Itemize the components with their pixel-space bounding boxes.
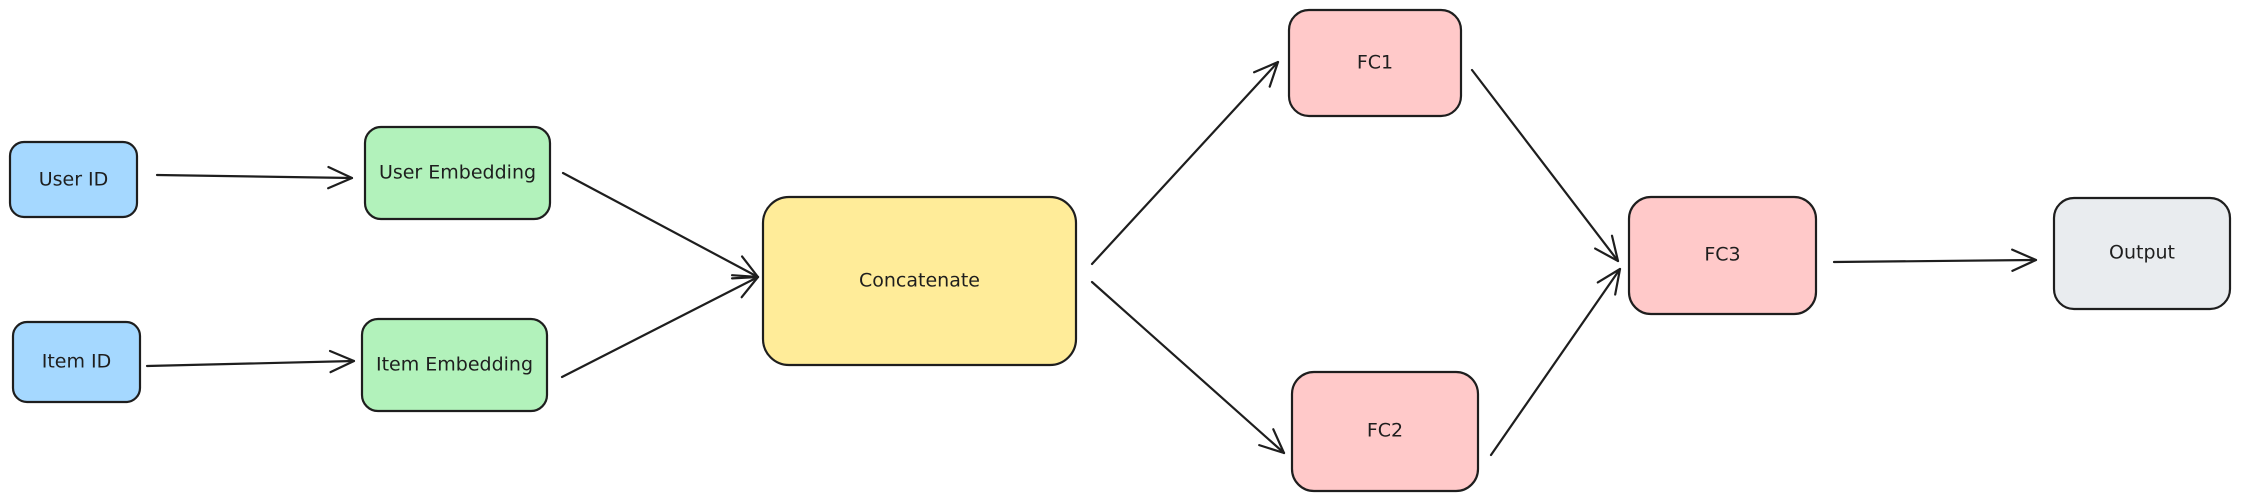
node-fc2-label: FC2 <box>1367 420 1403 442</box>
edges-layer <box>145 60 2038 457</box>
node-concatenate-box <box>761 195 1078 367</box>
arrowhead-fc1-to-fc3 <box>1594 234 1620 263</box>
node-fc1[interactable]: FC1 <box>1287 8 1463 118</box>
node-user-id-label: User ID <box>39 169 109 191</box>
edge-concatenate-to-fc1 <box>1090 60 1280 266</box>
node-fc2-box <box>1290 370 1480 493</box>
node-item-embedding-label: Item Embedding <box>376 354 533 376</box>
node-output-box <box>2052 196 2232 311</box>
edge-fc1-to-fc3 <box>1470 68 1620 263</box>
arrowhead-user_id-to-user_embedding <box>326 165 354 190</box>
node-item-id-label: Item ID <box>42 351 112 373</box>
edge-fc3-to-output <box>1832 258 2038 264</box>
node-fc1-box <box>1287 8 1463 118</box>
node-concatenate[interactable]: Concatenate <box>761 195 1078 367</box>
node-output-label: Output <box>2109 242 2175 264</box>
arrowhead-item_embedding-to-concatenate <box>730 275 760 299</box>
edge-fc2-to-fc3 <box>1489 267 1622 457</box>
node-user-embedding-label: User Embedding <box>379 162 536 184</box>
node-fc2[interactable]: FC2 <box>1290 370 1480 493</box>
edge-concatenate-to-fc2 <box>1090 280 1286 455</box>
node-user-embedding-box <box>363 125 552 221</box>
node-user-id-box <box>8 140 139 219</box>
edge-user_embedding-to-concatenate <box>561 171 760 279</box>
arrowhead-fc2-to-fc3 <box>1596 267 1622 296</box>
node-fc3[interactable]: FC3 <box>1627 195 1818 316</box>
edge-user_id-to-user_embedding <box>155 173 354 180</box>
node-fc3-box <box>1627 195 1818 316</box>
arrowhead-concatenate-to-fc2 <box>1258 428 1286 455</box>
node-concatenate-label: Concatenate <box>859 270 980 292</box>
arrowhead-item_id-to-item_embedding <box>328 349 356 374</box>
edge-item_embedding-to-concatenate <box>560 275 760 379</box>
node-item-id-box <box>11 320 142 404</box>
node-item-embedding-box <box>360 317 549 413</box>
node-user-id[interactable]: User ID <box>8 140 139 219</box>
node-fc3-label: FC3 <box>1704 244 1740 266</box>
node-item-id[interactable]: Item ID <box>11 320 142 404</box>
edge-item_id-to-item_embedding <box>145 359 356 368</box>
node-item-embedding[interactable]: Item Embedding <box>360 317 549 413</box>
node-fc1-label: FC1 <box>1357 52 1393 74</box>
arrowhead-fc3-to-output <box>2011 248 2038 272</box>
arrowhead-concatenate-to-fc1 <box>1253 60 1280 88</box>
node-user-embedding[interactable]: User Embedding <box>363 125 552 221</box>
node-output[interactable]: Output <box>2052 196 2232 311</box>
